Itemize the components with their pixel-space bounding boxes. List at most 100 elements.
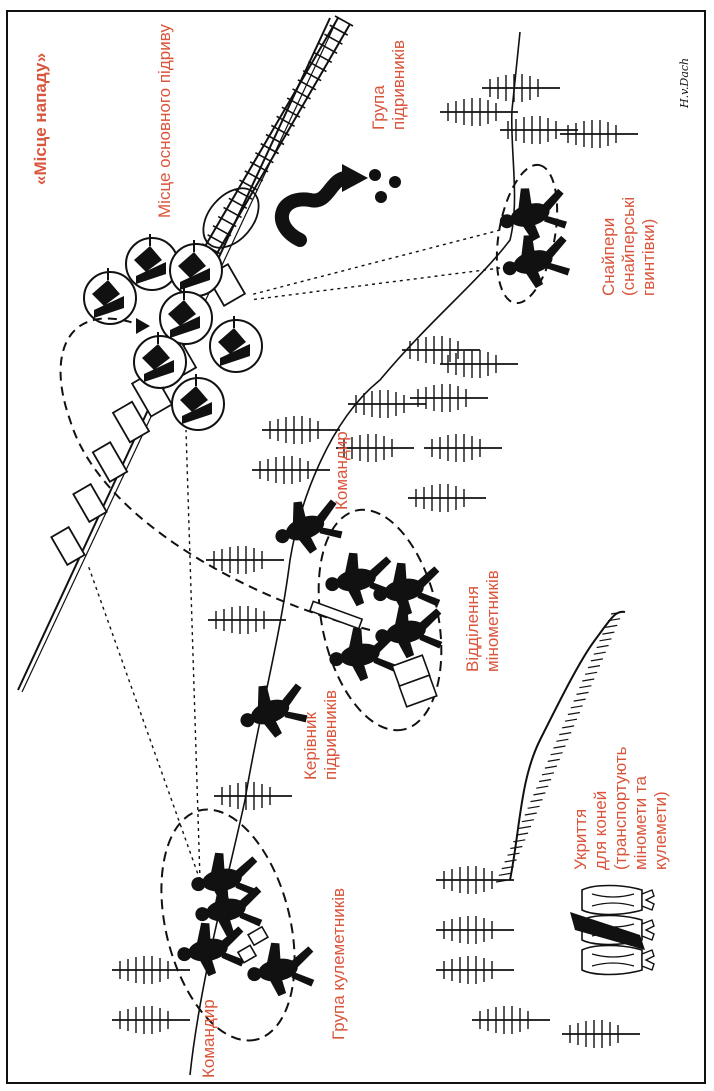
railway-tie [281,106,301,118]
horse-shelter-label-1: Укриття [571,809,590,870]
hill-hatch [564,718,578,722]
hill-hatch [504,859,517,863]
railway-tie [302,69,322,82]
sappers-group-label-1: Група [369,85,388,130]
hill-hatch [576,691,589,695]
commander-bottom-label: Командир [199,999,218,1078]
hill-hatch [533,792,546,796]
commander-top-label: Командир [332,431,351,510]
hill-hatch [516,832,529,836]
machine-gun-group [160,808,320,1042]
hill-hatch [596,644,609,649]
hill-hatch [573,698,586,702]
horses [570,884,655,976]
hill-hatch [602,631,615,635]
railway-tie [308,60,327,73]
hill-hatch [556,738,569,742]
snipers-label-3: гвинтівки) [639,219,658,296]
horse-shelter-label-5: кулемети) [651,791,670,870]
hill-hatch [524,812,537,816]
vehicles [83,233,263,431]
railway-tie [233,188,253,200]
railway-tie [276,115,296,127]
railway-tie [286,97,306,109]
railway-tie [228,197,248,210]
hill-hatch [521,819,534,823]
railway-tie [239,179,258,191]
hill-hatch [544,765,557,769]
railway-tie [244,170,264,182]
blast-zone [202,187,260,249]
labels: «Місце нападу» Місце основного підриву Г… [31,24,691,1078]
railway-ties [196,15,354,264]
railway-tie [323,33,343,45]
hill-hatch [562,725,575,729]
railway-tie [297,79,317,91]
forest-path [189,31,521,1076]
diagram-title: «Місце нападу» [31,53,50,185]
main-blast-label: Місце основного підриву [155,24,174,218]
railway-tie [270,124,290,137]
hill-hatch [530,799,543,803]
hill-hatch [605,624,618,628]
hill-hatch [553,745,566,749]
fire-lines [87,229,501,881]
hill-hatch [579,685,592,689]
horse-shelter-label-3: (транспортують [611,746,630,870]
hill-hatch [507,852,520,856]
railway-tie [212,224,232,237]
hill-hatch [541,772,555,776]
sapper-leader-label-2: підривників [321,690,340,780]
mortar-section [308,508,448,732]
railway-tie [334,15,354,27]
railway-tie [249,161,269,173]
sappers-group-label-2: підривників [389,40,408,130]
hill-hatch [570,705,583,709]
horse-shelter-label-2: для коней [591,791,610,870]
hill-hatch [539,778,552,783]
hill-hatch [501,866,514,870]
hill-hatch [590,658,603,662]
sappers-arrow [274,164,401,247]
hill-hatch [550,752,563,756]
railway-tie [318,42,338,55]
hill-hatch [547,758,560,762]
railway-tie [217,215,237,228]
mortar-section-label-1: Відділення [463,586,482,672]
railway-tie [313,51,333,64]
hill-hatch [599,638,612,642]
hill-hatch [608,618,621,622]
hill-hatch [527,805,540,809]
railway-tie [260,142,280,155]
hill-hatch [498,872,511,876]
signature: H.v.Dach [678,58,691,109]
commander-route [59,317,371,631]
railway-tie [223,206,242,219]
railway-tie [329,24,349,36]
mortar-section-label-2: мінометників [483,570,502,672]
hill-hatch [585,671,598,675]
railway-tie [292,88,311,100]
railway-tie [265,133,285,146]
sapper-leader-label-1: Керівник [301,711,320,780]
snipers-label-1: Снайпери [599,218,618,296]
hill-hatch [567,711,580,716]
snipers-label-2: (снайперські [619,197,638,296]
hill-hatch [536,785,549,789]
hill-hatch [559,732,572,736]
hill-hatch [610,611,624,615]
horse-shelter-label-4: міномети та [631,776,650,870]
hill-hatch [587,665,601,669]
hill-hatch [518,825,532,829]
hillside [495,610,626,883]
hill-hatch [510,845,523,850]
hill-hatch [513,839,526,843]
machine-gun-group-label: Група кулеметників [329,888,348,1040]
hill-hatch [582,678,595,682]
sniper-group [492,163,577,305]
railway-tie [207,234,227,246]
railway-tie [254,152,274,164]
hill-hatch [593,651,606,655]
